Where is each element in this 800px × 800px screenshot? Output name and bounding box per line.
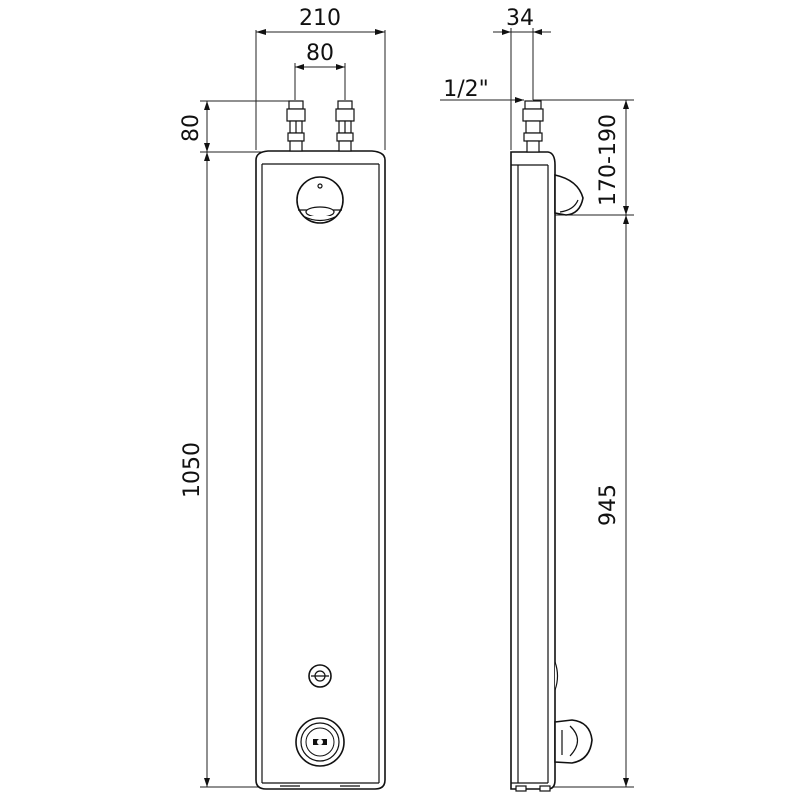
thread-callout: 1/2"	[440, 77, 524, 103]
shower-head-icon	[296, 176, 344, 224]
dim-label-210: 210	[299, 6, 341, 31]
push-button-icon	[308, 664, 332, 688]
dimension-inlet-spacing-80: 80	[295, 41, 345, 70]
side-view: 34 1/2" 170-190 945	[440, 6, 634, 792]
temperature-knob-icon	[295, 717, 345, 767]
side-push-button	[554, 661, 559, 691]
dim-label-inlet-80: 80	[179, 114, 204, 142]
dim-label-1050: 1050	[180, 442, 205, 498]
side-valve-knob	[554, 719, 593, 764]
dim-label-945: 945	[596, 484, 621, 526]
dimension-shower-offset: 170-190	[596, 100, 629, 215]
shower-panel-front	[255, 150, 386, 790]
dimension-depth-34: 34	[493, 6, 551, 35]
inlet-fitting-left	[286, 100, 306, 152]
dim-label-34: 34	[506, 6, 534, 31]
dimension-height-945: 945	[596, 215, 629, 787]
dimension-width-210: 210	[256, 6, 385, 35]
dim-label-170-190: 170-190	[596, 114, 621, 206]
dim-label-80: 80	[306, 41, 334, 66]
side-shower-head-icon	[554, 174, 584, 216]
dim-label-thread: 1/2"	[443, 77, 489, 102]
shower-panel-side	[510, 151, 556, 792]
front-view: 210 80 80 1050	[179, 6, 386, 790]
dimension-height-1050: 1050	[180, 152, 210, 787]
side-inlet-fitting	[522, 100, 544, 153]
inlet-fitting-right	[335, 100, 355, 152]
dimension-inlet-height-80: 80	[179, 101, 210, 152]
